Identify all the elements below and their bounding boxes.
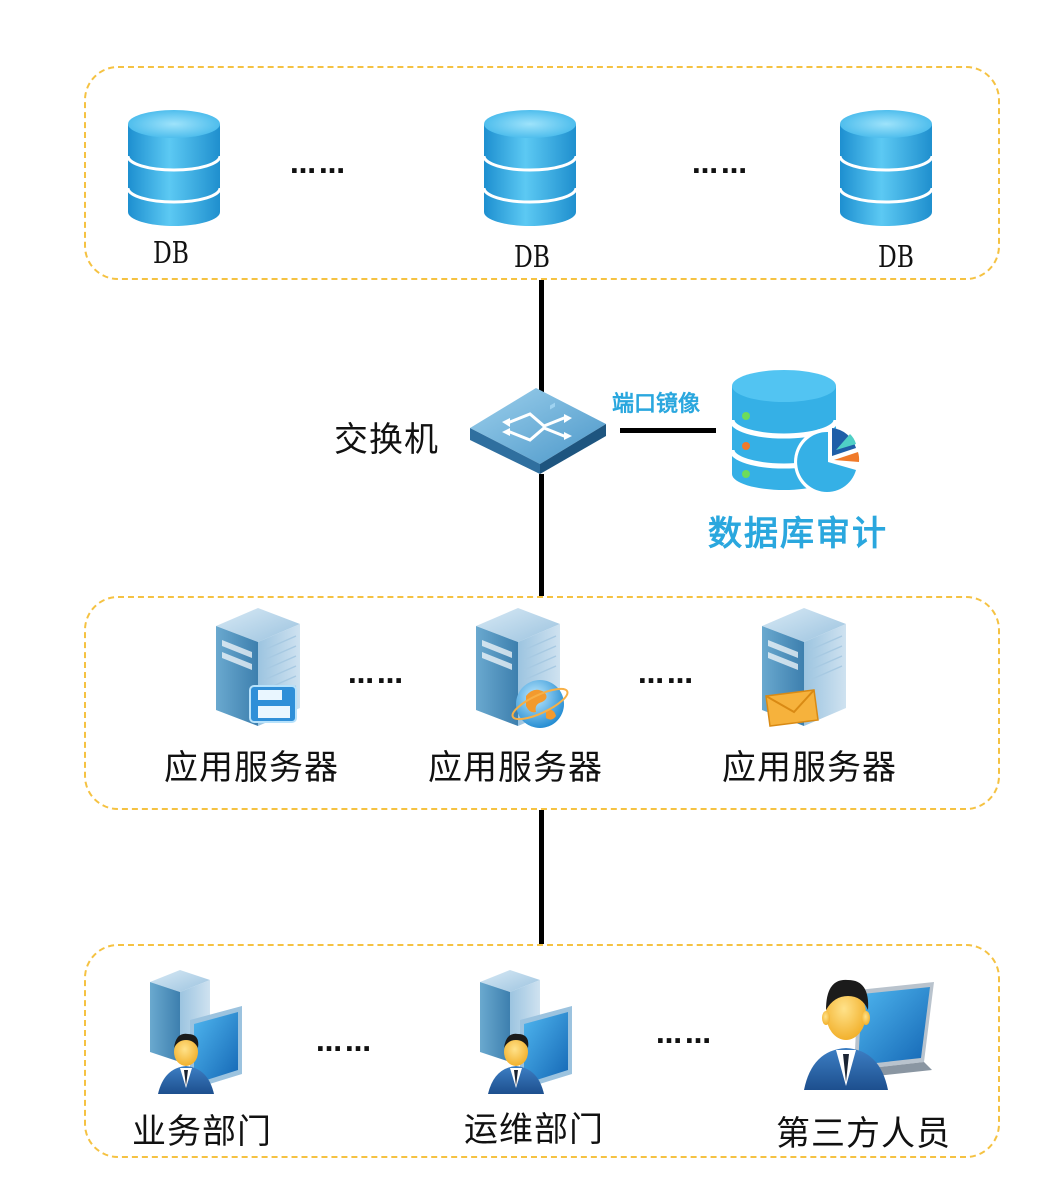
user-ellipsis-1: …… — [316, 1028, 374, 1058]
database-audit-title: 数据库审计 — [708, 514, 888, 554]
db-to-switch-link — [539, 280, 544, 392]
user-label-3: 第三方人员 — [776, 1114, 951, 1154]
database-icon — [838, 110, 934, 226]
application-tier-group — [84, 596, 1000, 810]
database-audit-icon — [729, 370, 862, 496]
db-label-1: DB — [153, 236, 189, 271]
file-server-icon — [216, 608, 300, 726]
mirror-link — [620, 428, 716, 433]
user-business-dept[interactable] — [146, 966, 250, 1096]
db-label-3: DB — [878, 240, 914, 275]
network-switch-icon — [470, 388, 606, 474]
user-ops-dept[interactable] — [476, 966, 580, 1096]
user-third-party[interactable] — [800, 966, 940, 1096]
database-audit-node[interactable] — [728, 364, 862, 500]
app-server-2[interactable] — [470, 606, 574, 730]
database-node-3[interactable] — [838, 106, 934, 236]
network-switch[interactable] — [466, 384, 608, 476]
workstation-user-icon — [480, 970, 572, 1094]
app-server-label-3: 应用服务器 — [722, 748, 897, 788]
database-node-1[interactable] — [126, 106, 222, 236]
web-server-icon — [476, 608, 569, 728]
database-icon — [482, 110, 578, 226]
database-tier-group — [84, 66, 1000, 280]
laptop-user-icon — [804, 979, 934, 1090]
user-label-1: 业务部门 — [132, 1112, 272, 1152]
app-ellipsis-2: …… — [638, 660, 696, 690]
mail-server-icon — [762, 608, 846, 727]
db-ellipsis-1: …… — [290, 150, 348, 180]
user-tier-group — [84, 944, 1000, 1158]
app-server-3[interactable] — [756, 606, 856, 730]
app-to-users-link — [539, 810, 544, 944]
port-mirror-label: 端口镜像 — [612, 392, 701, 417]
database-icon — [126, 110, 222, 226]
switch-to-app-link — [539, 474, 544, 596]
app-server-1[interactable] — [210, 606, 306, 728]
database-node-2[interactable] — [482, 106, 578, 236]
switch-label: 交换机 — [334, 420, 439, 460]
app-server-label-1: 应用服务器 — [164, 748, 339, 788]
user-ellipsis-2: …… — [656, 1020, 714, 1050]
user-label-2: 运维部门 — [464, 1110, 604, 1150]
db-ellipsis-2: …… — [692, 150, 750, 180]
app-server-label-2: 应用服务器 — [428, 748, 603, 788]
workstation-user-icon — [150, 970, 242, 1094]
db-label-2: DB — [514, 240, 550, 275]
app-ellipsis-1: …… — [348, 660, 406, 690]
